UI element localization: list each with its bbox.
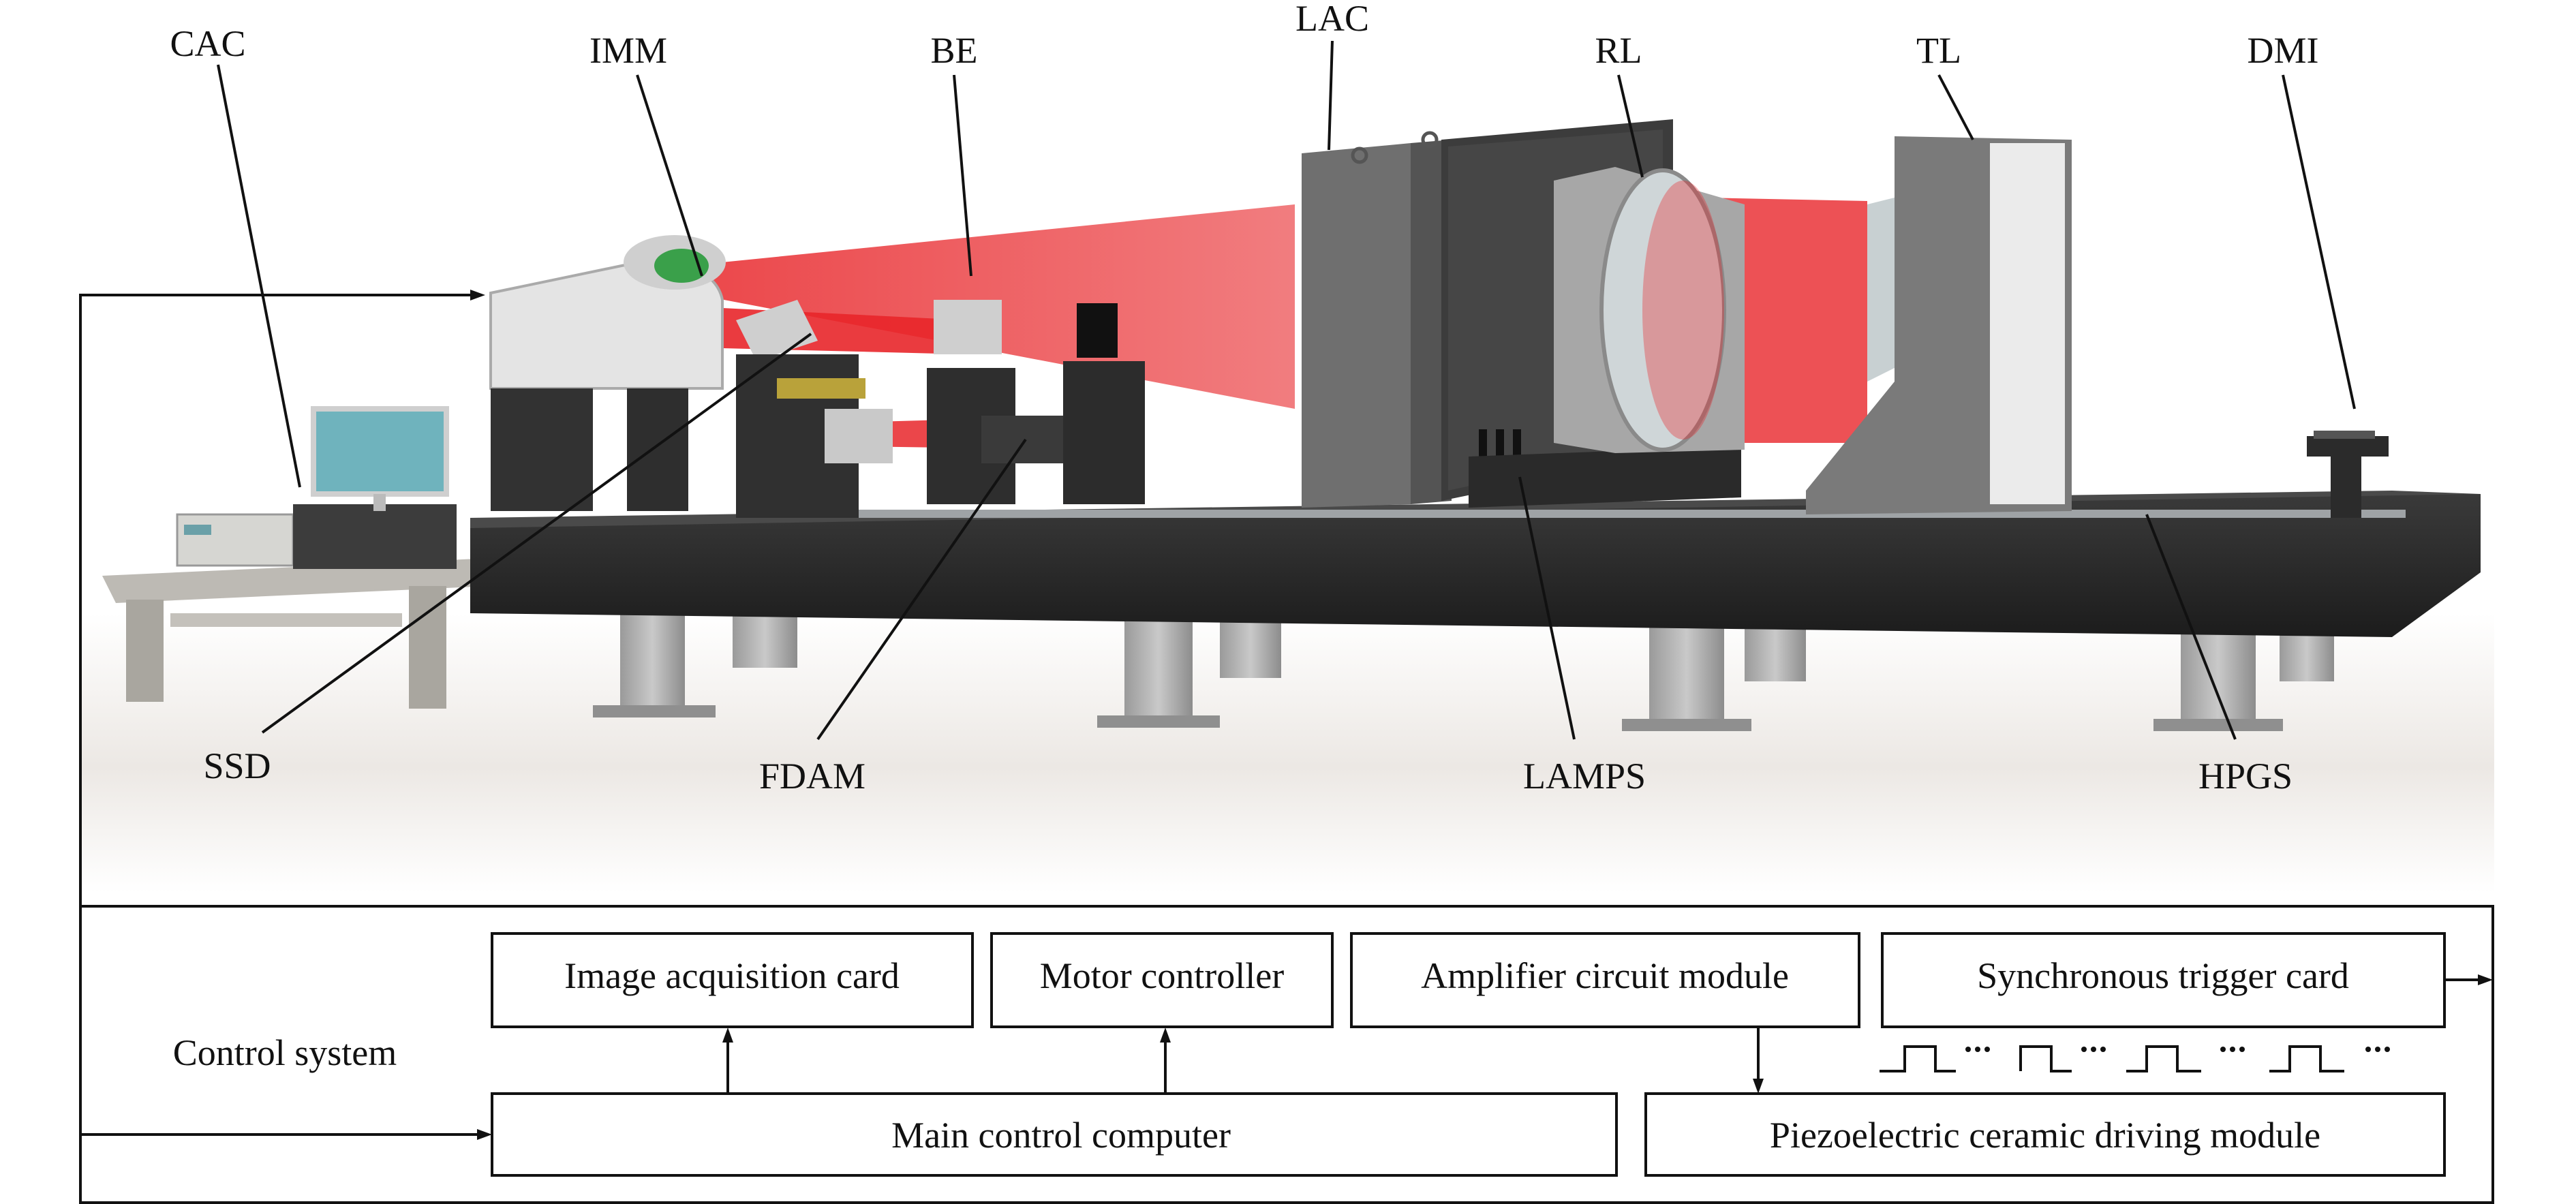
- control-system-title: Control system: [173, 1032, 397, 1073]
- control-system-frame: [79, 905, 2494, 1204]
- scene: [82, 119, 2494, 893]
- text-main-control-computer: Main control computer: [891, 1115, 1231, 1156]
- control-cabinet: [293, 504, 457, 569]
- label-rl: RL: [1595, 30, 1642, 71]
- reference-lens: [1554, 167, 1745, 453]
- label-fdam: FDAM: [759, 756, 865, 797]
- computer-desk: [102, 406, 491, 709]
- text-piezo-driving-module: Piezoelectric ceramic driving module: [1770, 1115, 2320, 1156]
- box-amplifier-circuit-module: [1350, 932, 1860, 1028]
- label-cac: CAC: [170, 23, 245, 64]
- optical-components: [736, 300, 1145, 518]
- label-imm: IMM: [589, 30, 667, 71]
- computer-case: [176, 513, 294, 567]
- text-motor-controller: Motor controller: [1040, 955, 1284, 996]
- box-motor-controller: [990, 932, 1334, 1028]
- label-be: BE: [930, 30, 977, 71]
- component-labels: CAC IMM BE LAC RL TL DMI SSD FDAM LAMPS …: [170, 0, 2318, 797]
- label-tl: TL: [1916, 30, 1961, 71]
- monitor: [311, 406, 449, 497]
- laser-housing: [489, 235, 726, 511]
- text-synchronous-trigger-card: Synchronous trigger card: [1977, 955, 2349, 996]
- label-lac: LAC: [1295, 0, 1369, 39]
- label-ssd: SSD: [203, 745, 271, 786]
- leader-lines: [217, 40, 2356, 741]
- box-synchronous-trigger-card: [1881, 932, 2446, 1028]
- trigger-pulse-ellipses: [1965, 1047, 2390, 1052]
- label-hpgs: HPGS: [2198, 756, 2293, 797]
- control-arrows: [80, 974, 2493, 1140]
- box-piezo-driving-module: [1644, 1092, 2446, 1177]
- control-system: Control system Image acquisition card Mo…: [79, 290, 2494, 1204]
- floor-shadow: [82, 613, 2494, 893]
- trigger-pulse-train: [1880, 1045, 2344, 1072]
- feedback-connector: [79, 290, 485, 910]
- absorber-chamber: [1302, 131, 1452, 508]
- label-lamps: LAMPS: [1523, 756, 1646, 797]
- box-main-control-computer: [491, 1092, 1618, 1177]
- text-image-acquisition-card: Image acquisition card: [564, 955, 900, 996]
- box-image-acquisition-card: [491, 932, 974, 1028]
- label-dmi: DMI: [2248, 30, 2319, 71]
- interferometer: [2307, 431, 2389, 518]
- transmission-lens: [1806, 136, 2072, 514]
- text-amplifier-circuit-module: Amplifier circuit module: [1421, 955, 1789, 996]
